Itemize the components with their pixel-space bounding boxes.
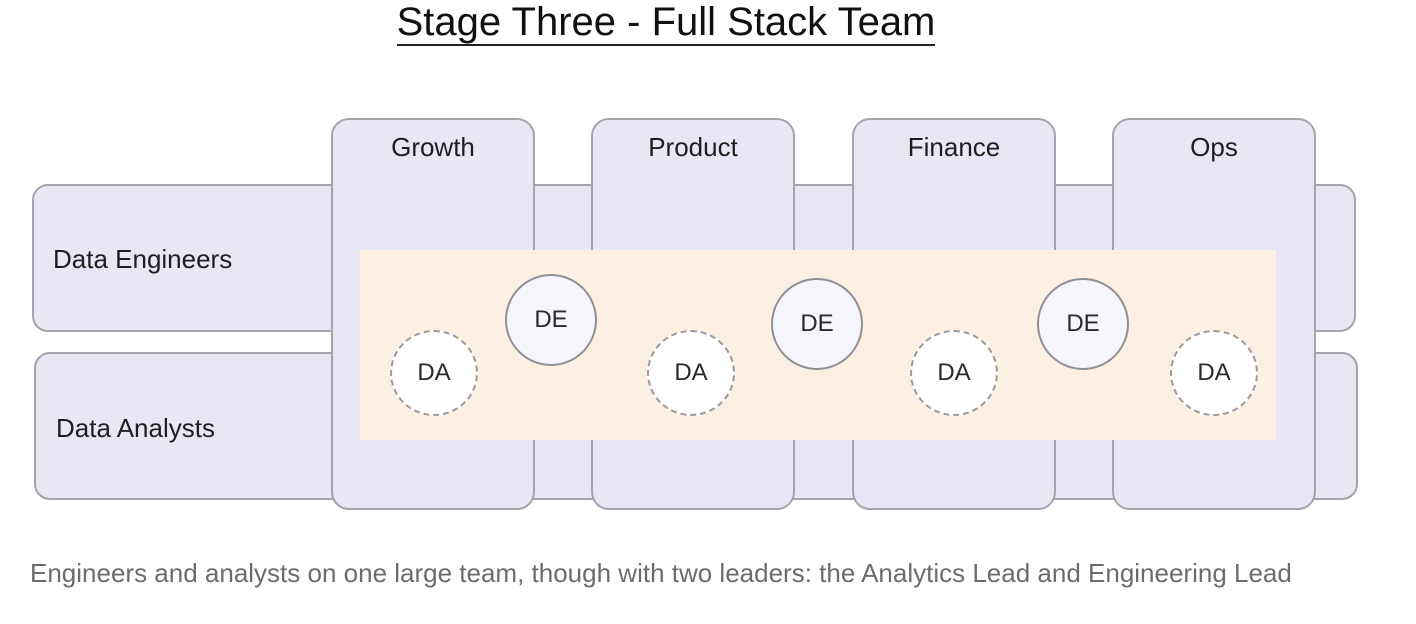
da-node: DA	[1170, 330, 1258, 416]
column-label-finance: Finance	[907, 132, 1001, 162]
diagram-title: Stage Three - Full Stack Team	[396, 0, 936, 46]
de-node: DE	[1037, 278, 1129, 370]
da-node: DA	[647, 330, 735, 416]
row-label-data-engineers: Data Engineers	[53, 244, 233, 274]
column-label-growth: Growth	[391, 132, 475, 162]
column-label-product: Product	[648, 132, 738, 162]
row-label-data-analysts: Data Analysts	[56, 413, 215, 443]
da-node: DA	[390, 330, 478, 416]
de-node: DE	[505, 274, 597, 366]
diagram-caption: Engineers and analysts on one large team…	[30, 558, 1292, 588]
de-node: DE	[771, 278, 863, 370]
da-node: DA	[910, 330, 998, 416]
column-label-ops: Ops	[1190, 132, 1238, 162]
